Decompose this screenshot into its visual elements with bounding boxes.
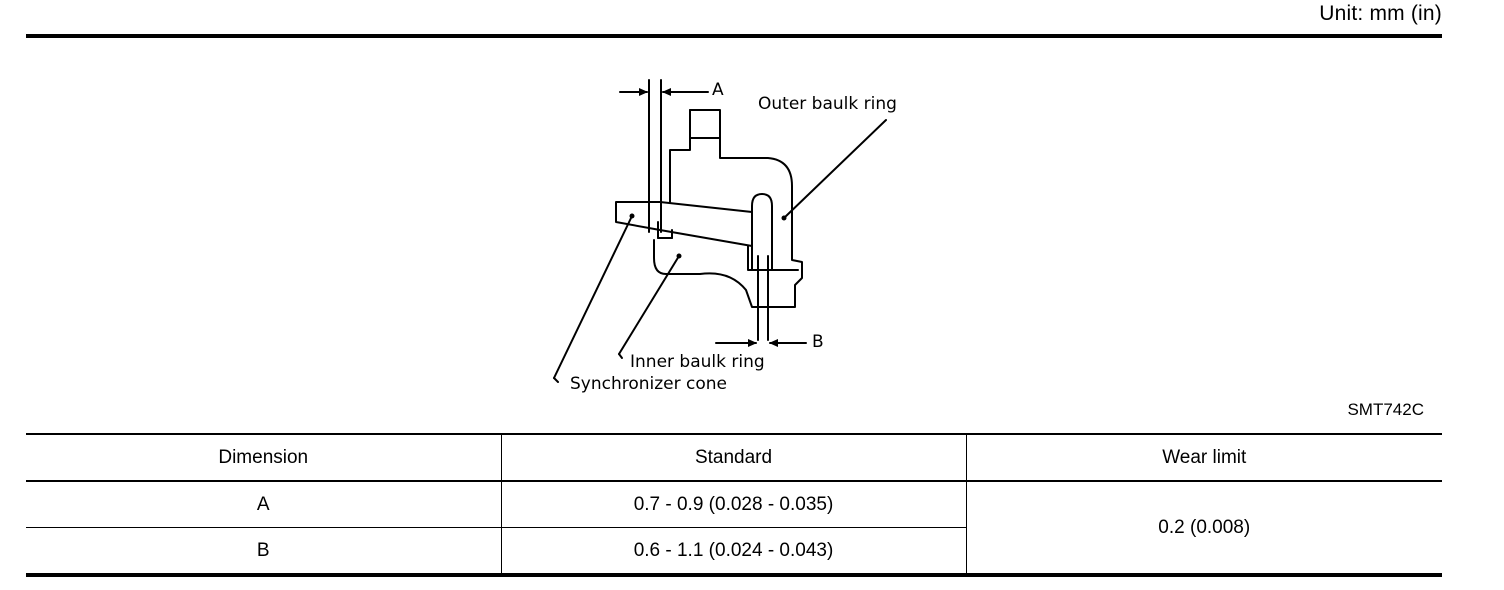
baulk-ring-diagram: A Outer baulk ring B Inner baulk ring Sy… [540, 70, 960, 410]
synchronizer-cone-leader-tick [553, 377, 559, 383]
outer-baulk-ring-base [747, 245, 799, 271]
synchronizer-cone-leader [553, 215, 633, 379]
table-row: B 0.6 - 1.1 (0.024 - 0.043) [26, 527, 1442, 577]
label-dimension-a: A [712, 80, 724, 100]
header-wear-limit: Wear limit [965, 433, 1442, 482]
table-row: A 0.7 - 0.9 (0.028 - 0.035) 0.2 (0.008) [26, 481, 1442, 577]
label-outer-baulk-ring: Outer baulk ring [758, 94, 897, 114]
dimension-a-arrowhead-right [662, 88, 671, 96]
outer-baulk-ring-shape [751, 193, 773, 271]
dimension-a-arrowhead-left [639, 88, 648, 96]
outer-baulk-ring-dot [781, 215, 787, 221]
inner-baulk-ring-shape [615, 201, 753, 247]
header-dimension: Dimension [26, 433, 501, 482]
inner-baulk-ring-dot [676, 253, 682, 259]
figure-code: SMT742C [1347, 400, 1424, 419]
synchronizer-body-outline [653, 109, 803, 308]
synchronizer-body-upper [669, 109, 691, 203]
spec-table: Dimension Standard Wear limit A 0.7 - 0.… [26, 433, 1442, 577]
outer-baulk-ring-leader [783, 119, 887, 219]
table-header-row: Dimension Standard Wear limit [26, 433, 1442, 482]
label-synchronizer-cone: Synchronizer cone [570, 374, 728, 394]
dimension-b-arrowhead-left [748, 339, 757, 347]
inner-baulk-ring-leader [618, 255, 680, 355]
label-inner-baulk-ring: Inner baulk ring [630, 352, 765, 372]
row-b-dimension: B [26, 527, 501, 577]
inner-baulk-ring-leader-tick [618, 353, 623, 359]
row-a-dimension: A [26, 481, 501, 528]
row-a-standard: 0.7 - 0.9 (0.028 - 0.035) [500, 481, 966, 528]
wear-limit-value: 0.2 (0.008) [965, 481, 1442, 577]
unit-label: Unit: mm (in) [1319, 2, 1442, 25]
top-divider [26, 34, 1442, 38]
dimension-b-arrowhead-right [769, 339, 778, 347]
header-standard: Standard [500, 433, 966, 482]
label-dimension-b: B [812, 332, 824, 352]
baulk-ring-drawing [553, 79, 887, 383]
row-b-standard: 0.6 - 1.1 (0.024 - 0.043) [500, 527, 966, 577]
synchronizer-cone-dot [629, 213, 635, 219]
